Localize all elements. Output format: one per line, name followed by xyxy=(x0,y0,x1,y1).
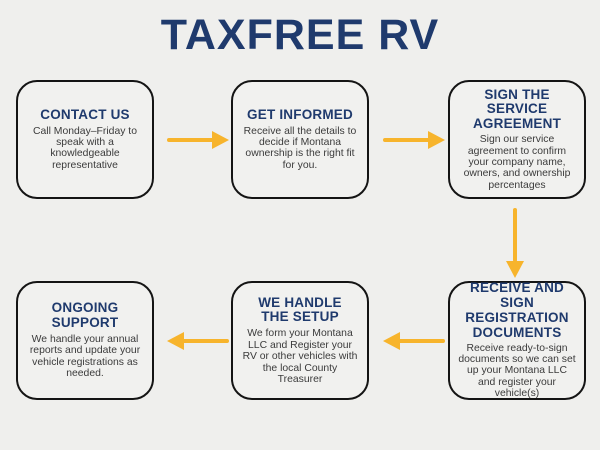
step-box-contact-us: CONTACT US Call Monday–Friday to speak w… xyxy=(16,80,154,199)
arrow-down-icon xyxy=(506,208,524,278)
step-body: Receive ready-to-sign documents so we ca… xyxy=(458,342,576,400)
step-body: We form your Montana LLC and Register yo… xyxy=(242,328,358,385)
arrow-left-icon xyxy=(167,332,229,350)
arrow-head xyxy=(212,131,229,149)
arrow-stem xyxy=(383,137,430,143)
step-box-ongoing-support: ONGOING SUPPORT We handle your annual re… xyxy=(16,281,154,400)
arrow-left-icon xyxy=(383,332,445,350)
step-heading: RECEIVE AND SIGN REGISTRATION DOCUMENTS xyxy=(465,280,569,340)
arrow-right-icon xyxy=(167,131,229,149)
step-body: Call Monday–Friday to speak with a knowl… xyxy=(33,125,137,171)
step-box-we-handle-the-setup: WE HANDLE THE SETUP We form your Montana… xyxy=(231,281,369,400)
arrow-stem xyxy=(167,137,214,143)
step-body: Receive all the details to decide if Mon… xyxy=(243,125,357,171)
arrow-head xyxy=(506,261,524,278)
step-box-sign-service-agreement: SIGN THE SERVICE AGREEMENT Sign our serv… xyxy=(448,80,586,199)
step-body: We handle your annual reports and update… xyxy=(29,333,141,380)
arrow-right-icon xyxy=(383,131,445,149)
step-heading: CONTACT US xyxy=(40,106,130,122)
arrow-stem xyxy=(512,208,518,262)
page-title: TAXFREE RV xyxy=(160,11,440,59)
step-box-receive-sign-registration-documents: RECEIVE AND SIGN REGISTRATION DOCUMENTS … xyxy=(448,280,586,400)
arrow-stem xyxy=(398,338,445,344)
step-heading: ONGOING SUPPORT xyxy=(51,300,119,331)
arrow-head xyxy=(383,332,400,350)
step-body: Sign our service agreement to confirm yo… xyxy=(463,134,571,191)
arrow-head xyxy=(167,332,184,350)
step-box-get-informed: GET INFORMED Receive all the details to … xyxy=(231,80,369,199)
step-heading: SIGN THE SERVICE AGREEMENT xyxy=(472,86,562,132)
step-heading: WE HANDLE THE SETUP xyxy=(258,294,342,325)
step-heading: GET INFORMED xyxy=(247,106,353,122)
arrow-stem xyxy=(182,338,229,344)
arrow-head xyxy=(428,131,445,149)
